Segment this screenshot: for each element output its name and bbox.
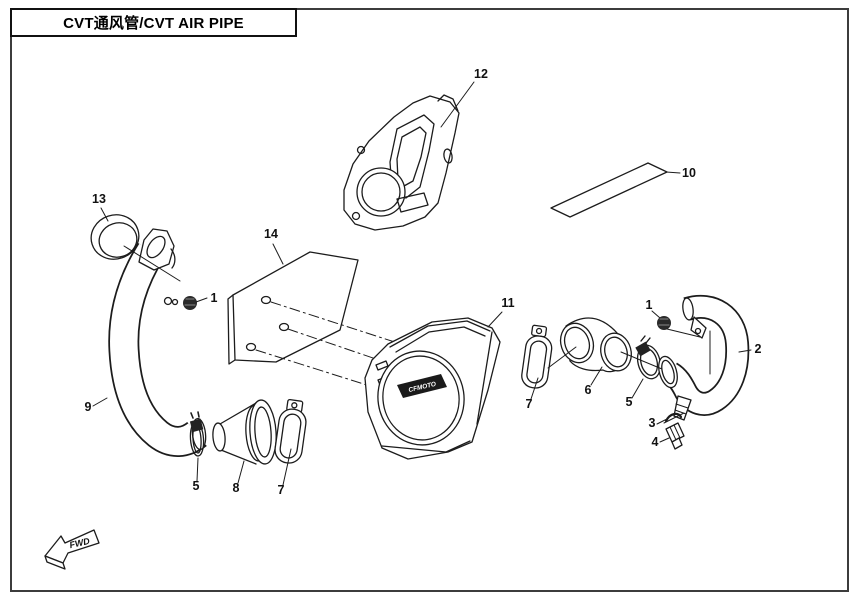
part-5-hose-clamp-left [189, 411, 205, 457]
diagram-title: CVT通风管/CVT AIR PIPE [10, 8, 297, 37]
part-6-elbow-connector [559, 317, 632, 373]
callout-leaders [92, 81, 752, 486]
callout-7-left: 7 [278, 483, 285, 497]
callout-4: 4 [652, 435, 659, 449]
callout-2: 2 [755, 342, 762, 356]
callout-8: 8 [233, 481, 240, 495]
part-4-drain-fitting [665, 422, 685, 450]
assembly-lines [123, 245, 701, 370]
callout-12: 12 [474, 67, 488, 81]
callout-14: 14 [264, 227, 278, 241]
part-3-spring-clip [663, 412, 685, 424]
callout-1-left: 1 [211, 291, 218, 305]
part-1-bolt-right [657, 316, 671, 330]
part-1-bolt-left [163, 296, 197, 310]
part-9-cvt-air-pipe-left [108, 228, 207, 457]
part-11-cvt-outer-cover: CFMOTO [364, 317, 501, 460]
callout-10: 10 [682, 166, 696, 180]
callout-11: 11 [501, 296, 514, 310]
callout-5-left: 5 [193, 479, 200, 493]
part-8-rubber-boot [212, 399, 277, 465]
part-7-seal-frame-left [274, 398, 307, 464]
callout-13: 13 [92, 192, 106, 206]
part-7-seal-frame-right [521, 324, 553, 389]
fwd-direction-arrow: FWD [44, 529, 100, 570]
part-14-heat-shield-plate [227, 251, 359, 365]
fwd-label: FWD [68, 536, 91, 550]
part-10-seal-strip [550, 162, 668, 218]
part-2-cvt-air-pipe-right [658, 294, 750, 421]
page-border [10, 8, 849, 592]
callout-3: 3 [649, 416, 656, 430]
callout-1-right: 1 [646, 298, 653, 312]
callout-6: 6 [585, 383, 592, 397]
callout-5-right: 5 [626, 395, 633, 409]
callout-numbers: 12 10 13 14 1 11 1 2 9 6 7 5 3 4 5 8 7 [85, 67, 762, 497]
callout-7-right: 7 [526, 397, 533, 411]
callout-9: 9 [85, 400, 92, 414]
part-12-inner-cover-bracket [343, 94, 460, 231]
